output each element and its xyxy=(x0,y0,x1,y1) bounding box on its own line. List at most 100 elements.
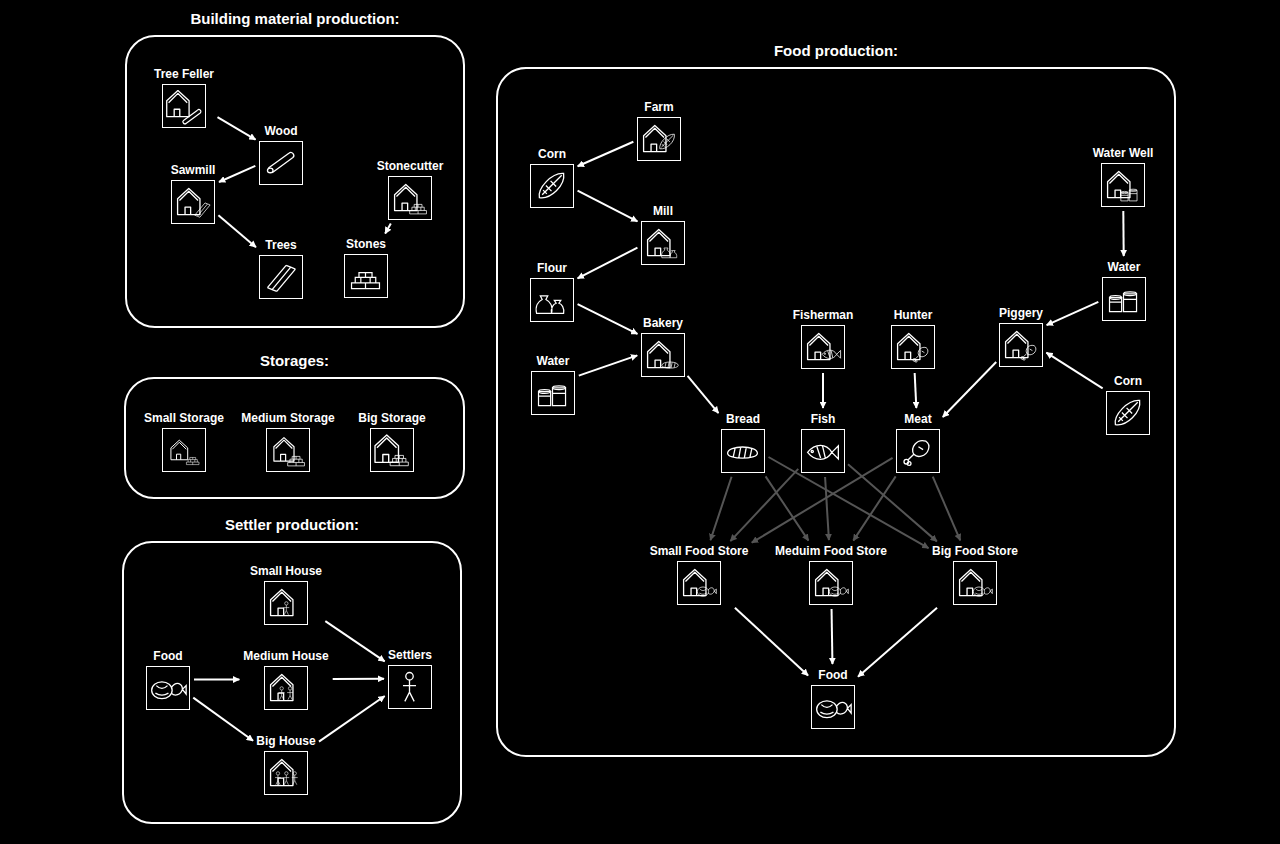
icon-stroke xyxy=(271,674,293,700)
flow-arrow xyxy=(710,477,731,540)
icon-box xyxy=(809,561,853,605)
group-panel: Building material production:Tree Feller… xyxy=(125,35,465,328)
icon-box xyxy=(531,371,575,415)
building-node: Small Food Store xyxy=(650,544,749,605)
building-node: Mill xyxy=(641,204,685,265)
icon-box xyxy=(264,751,308,795)
icon-stroke xyxy=(287,687,293,700)
icon-picture xyxy=(531,165,572,206)
flow-arrow xyxy=(943,362,996,417)
flow-arrow xyxy=(319,696,385,742)
icon-stroke xyxy=(1006,331,1028,357)
icon-box xyxy=(171,180,215,224)
group-panel: Settler production:Small HouseFoodMedium… xyxy=(122,541,462,824)
node-label: Fish xyxy=(811,412,836,426)
panel-heading: Settler production: xyxy=(225,516,359,534)
icon-picture xyxy=(802,326,843,367)
flow-arrow xyxy=(579,355,637,375)
building-node: Meat xyxy=(896,412,940,473)
icon-stroke xyxy=(275,772,281,785)
icon-stroke xyxy=(271,759,293,785)
icon-stroke xyxy=(267,265,295,291)
icon-picture xyxy=(260,142,301,183)
icon-stroke xyxy=(808,333,830,359)
node-label: Piggery xyxy=(999,306,1043,320)
icon-picture xyxy=(642,334,683,375)
icon-picture xyxy=(810,562,851,603)
node-label: Big Food Store xyxy=(932,544,1018,558)
flow-arrow xyxy=(578,248,638,279)
panel-heading: Storages: xyxy=(260,352,329,370)
icon-picture xyxy=(267,429,308,470)
node-label: Mill xyxy=(653,204,673,218)
icon-picture xyxy=(1103,278,1144,319)
flow-arrow xyxy=(578,304,638,334)
icon-stroke xyxy=(536,296,564,314)
icon-stroke xyxy=(728,447,758,458)
icon-picture xyxy=(642,222,683,263)
icon-picture xyxy=(389,666,430,707)
icon-picture xyxy=(722,430,763,471)
group-panel: Storages:Small StorageMedium StorageBig … xyxy=(124,377,465,499)
flow-arrow xyxy=(578,191,638,222)
icon-stroke xyxy=(1021,345,1036,360)
flow-arrow xyxy=(853,476,895,540)
icon-box xyxy=(641,333,685,377)
icon-picture xyxy=(265,582,306,623)
icon-stroke xyxy=(279,687,285,700)
icon-picture xyxy=(802,430,843,471)
building-node: Meduim Food Store xyxy=(775,544,887,605)
flow-arrow xyxy=(688,376,719,413)
building-node: Flour xyxy=(530,261,574,322)
node-label: Big Storage xyxy=(358,411,425,425)
icon-stroke xyxy=(171,440,188,460)
icon-box xyxy=(264,581,308,625)
icon-picture xyxy=(531,279,572,320)
panel-heading: Food production: xyxy=(774,42,898,60)
icon-picture xyxy=(1000,324,1041,365)
icon-stroke xyxy=(684,569,706,595)
icon-stroke xyxy=(283,772,289,785)
icon-stroke xyxy=(183,110,201,124)
icon-box xyxy=(530,164,574,208)
icon-picture xyxy=(260,256,301,297)
icon-box xyxy=(259,141,303,185)
node-label: Fisherman xyxy=(793,308,854,322)
icon-stroke xyxy=(808,445,839,459)
flow-arrow xyxy=(218,215,256,247)
flow-arrow xyxy=(1047,302,1099,325)
node-label: Flour xyxy=(537,261,567,275)
icon-box xyxy=(530,278,574,322)
icon-stroke xyxy=(817,701,851,718)
icon-box xyxy=(388,665,432,709)
building-node: Small Storage xyxy=(144,411,224,472)
icon-stroke xyxy=(697,587,716,596)
building-node: Food xyxy=(811,668,855,729)
node-label: Trees xyxy=(265,238,296,252)
icon-picture xyxy=(678,562,719,603)
flow-arrow xyxy=(1046,353,1102,389)
icon-picture xyxy=(1107,392,1148,433)
icon-box xyxy=(162,428,206,472)
node-label: Farm xyxy=(644,100,673,114)
icon-stroke xyxy=(352,273,380,289)
icon-picture xyxy=(532,372,573,413)
building-node: Big House xyxy=(256,734,315,795)
node-label: Small Food Store xyxy=(650,544,749,558)
building-node: Corn xyxy=(530,147,574,208)
icon-stroke xyxy=(288,456,305,466)
node-label: Big House xyxy=(256,734,315,748)
icon-picture xyxy=(892,326,933,367)
building-node: Stones xyxy=(344,237,388,298)
icon-stroke xyxy=(292,772,298,785)
building-node: Tree Feller xyxy=(154,67,214,128)
icon-picture xyxy=(163,85,204,126)
icon-box xyxy=(259,255,303,299)
building-node: Food xyxy=(146,649,190,710)
icon-box xyxy=(953,561,997,605)
flow-arrow xyxy=(193,698,253,741)
icon-stroke xyxy=(390,455,408,465)
icon-stroke xyxy=(271,589,293,615)
group-panel: Food production:FarmCornWater WellMillFl… xyxy=(496,67,1176,757)
flow-arrow xyxy=(1122,211,1124,256)
